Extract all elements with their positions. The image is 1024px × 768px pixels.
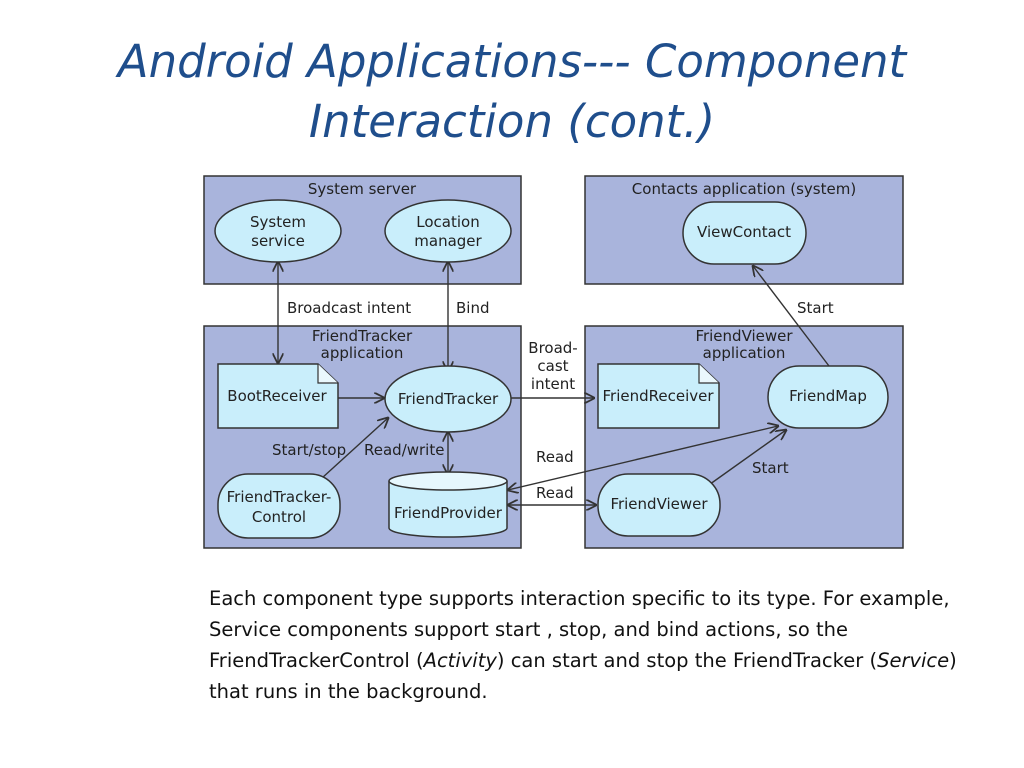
- contacts-application-label: Contacts application (system): [632, 180, 856, 198]
- bootreceiver-label: BootReceiver: [227, 387, 327, 405]
- slide-title: Android Applications--- Component Intera…: [0, 32, 1024, 152]
- friendprovider-top: [388, 471, 508, 491]
- friendviewer-application-label-2: application: [703, 344, 786, 362]
- edge-label-broadcast-intent: Broadcast intent: [287, 299, 411, 317]
- friendviewer-application-label-1: FriendViewer: [695, 327, 793, 345]
- edge-label-bind: Bind: [456, 299, 490, 317]
- friendreceiver-label: FriendReceiver: [602, 387, 714, 405]
- friendtracker-node: [384, 365, 512, 433]
- friendmap-node: [767, 365, 889, 429]
- location-manager-label-2: manager: [414, 232, 482, 250]
- edge-label-read-2: Read: [536, 484, 574, 502]
- friendmap-label: FriendMap: [789, 387, 867, 405]
- friendtracker-application-label-1: FriendTracker: [312, 327, 413, 345]
- edge-label-broadcast-3: intent: [531, 375, 575, 393]
- friendprovider-node: [388, 481, 508, 538]
- caption-text: Each component type supports interaction…: [209, 583, 999, 707]
- friendtracker-application-label-2: application: [321, 344, 404, 362]
- location-manager-node: [384, 199, 512, 263]
- edge-label-start-contacts: Start: [797, 299, 834, 317]
- edge-label-read-write: Read/write: [364, 441, 444, 459]
- edge-label-read-1: Read: [536, 448, 574, 466]
- friendtracker-label: FriendTracker: [398, 390, 499, 408]
- caption-part-3: ) that runs in the background.: [209, 649, 957, 703]
- viewcontact-node: [682, 201, 807, 265]
- location-manager-label-1: Location: [416, 213, 479, 231]
- caption-part-2: ) can start and stop the FriendTracker (: [496, 649, 878, 672]
- system-service-label-2: service: [251, 232, 305, 250]
- edge-label-broadcast-1: Broad-: [528, 339, 577, 357]
- edge-label-start-stop: Start/stop: [272, 441, 346, 459]
- system-service-node: [214, 199, 342, 263]
- edge-label-start-viewer: Start: [752, 459, 789, 477]
- friendreceiver-fold: [698, 364, 719, 384]
- caption-activity: Activity: [423, 649, 497, 672]
- slide-title-line-1: Android Applications--- Component: [117, 35, 907, 88]
- slide-title-line-2: Interaction (cont.): [308, 95, 716, 148]
- friendviewer-node: [597, 473, 721, 537]
- edge-label-broadcast-2: cast: [537, 357, 568, 375]
- system-server-label: System server: [308, 180, 417, 198]
- friendtrackercontrol-label-1: FriendTracker-: [227, 488, 332, 506]
- friendprovider-label: FriendProvider: [394, 504, 503, 522]
- friendtrackercontrol-node: [217, 473, 341, 539]
- friendreceiver-node: [597, 363, 720, 429]
- edge-start-stop: [321, 418, 388, 479]
- bootreceiver-node: [217, 363, 339, 429]
- edge-read-friendmap: [508, 426, 778, 490]
- friendtrackercontrol-label-2: Control: [252, 508, 306, 526]
- edge-start-friendviewer-to-friendmap: [705, 430, 786, 488]
- caption-service: Service: [877, 649, 950, 672]
- bootreceiver-fold: [317, 364, 338, 384]
- viewcontact-label: ViewContact: [697, 223, 791, 241]
- caption-part-1: Each component type supports interaction…: [209, 587, 950, 672]
- friendviewer-label: FriendViewer: [610, 495, 708, 513]
- system-service-label-1: System: [250, 213, 306, 231]
- edge-friendmap-to-viewcontact: [753, 266, 830, 367]
